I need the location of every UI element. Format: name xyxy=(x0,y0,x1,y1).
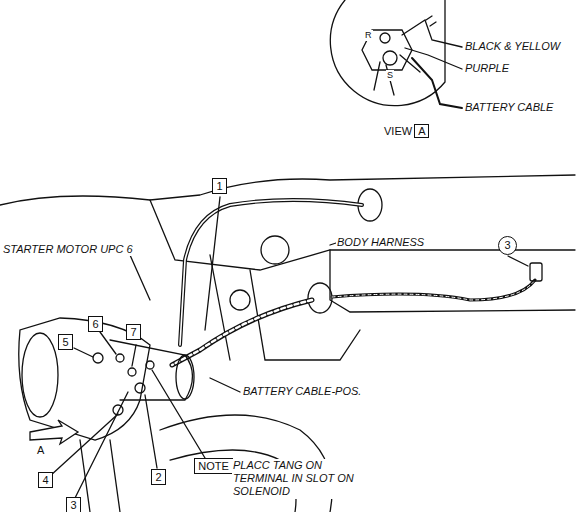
leader-3 xyxy=(75,392,128,498)
leader-5 xyxy=(74,348,93,357)
node-text: 3 xyxy=(504,239,510,251)
part-label: BODY HARNESS xyxy=(336,236,425,249)
leader-3b xyxy=(508,256,528,266)
callout-number: 3 xyxy=(66,497,81,512)
terminal-bolt xyxy=(383,51,397,65)
node-text: VIEW xyxy=(384,125,412,137)
leader-1 xyxy=(205,197,220,330)
callout-circle: 3 xyxy=(498,236,517,255)
starter-end xyxy=(22,333,58,417)
connector-3 xyxy=(530,263,542,281)
callout-number: 6 xyxy=(88,316,103,332)
node-text: 7 xyxy=(130,326,136,338)
node-text: 1 xyxy=(216,180,222,192)
leader-6 xyxy=(100,332,116,354)
part-label: BATTERY CABLE-POS. xyxy=(242,385,362,398)
harness-lead xyxy=(332,280,535,300)
terminal xyxy=(135,383,145,393)
callout-number: 1 xyxy=(212,178,227,194)
terminal-straps xyxy=(374,55,420,95)
body-harness-core xyxy=(180,200,362,345)
callout-number: 7 xyxy=(126,324,141,340)
bolt-boss xyxy=(230,290,250,310)
node-text: NOTE xyxy=(198,460,229,472)
wire-label: PURPLE xyxy=(464,62,510,75)
node-text: 3 xyxy=(70,499,76,511)
node-text: 2 xyxy=(155,471,161,483)
part-label: STARTER MOTOR UPC 6 xyxy=(2,243,134,256)
starter-housing xyxy=(19,318,150,440)
wire-label: BLACK & YELLOW xyxy=(464,40,561,53)
node-text: 4 xyxy=(42,474,48,486)
solenoid xyxy=(110,340,193,400)
leader-7 xyxy=(132,345,136,366)
terminal-r xyxy=(380,33,390,43)
node-text: 5 xyxy=(62,336,68,348)
wire-end xyxy=(426,16,436,26)
note-text: PLACC TANG ON TERMINAL IN SLOT ON SOLENO… xyxy=(232,459,362,499)
node-text: 6 xyxy=(92,318,98,330)
node-text: A xyxy=(414,124,429,138)
view-label: VIEWA xyxy=(384,124,429,138)
callout-number: 5 xyxy=(58,334,73,350)
note-box: NOTE xyxy=(194,458,233,474)
terminal xyxy=(146,361,154,369)
battery-cable xyxy=(172,300,312,365)
leader-4 xyxy=(50,414,118,476)
leader-labels xyxy=(130,240,345,392)
harness-lead-core xyxy=(332,280,535,300)
terminal-plate xyxy=(362,30,412,70)
leader-2 xyxy=(145,395,157,468)
battery-cable-inset xyxy=(412,58,462,108)
wire-label: BATTERY CABLE xyxy=(464,101,554,114)
view-letter: A xyxy=(36,444,45,457)
battery-cable-core xyxy=(172,300,312,365)
mount-bolt xyxy=(93,353,103,363)
inset-circle xyxy=(330,0,445,106)
body-hole xyxy=(261,236,289,264)
solenoid-cap xyxy=(176,355,194,399)
callout-number: 2 xyxy=(151,469,166,485)
leader-note xyxy=(152,370,205,458)
frame-rail xyxy=(330,250,575,312)
terminal-label: R xyxy=(364,30,373,41)
terminal-label: S xyxy=(386,70,394,81)
view-arrow xyxy=(30,420,78,444)
callout-number: 4 xyxy=(38,472,53,488)
body-harness xyxy=(180,200,362,345)
terminal xyxy=(116,354,124,362)
terminal xyxy=(128,368,136,376)
